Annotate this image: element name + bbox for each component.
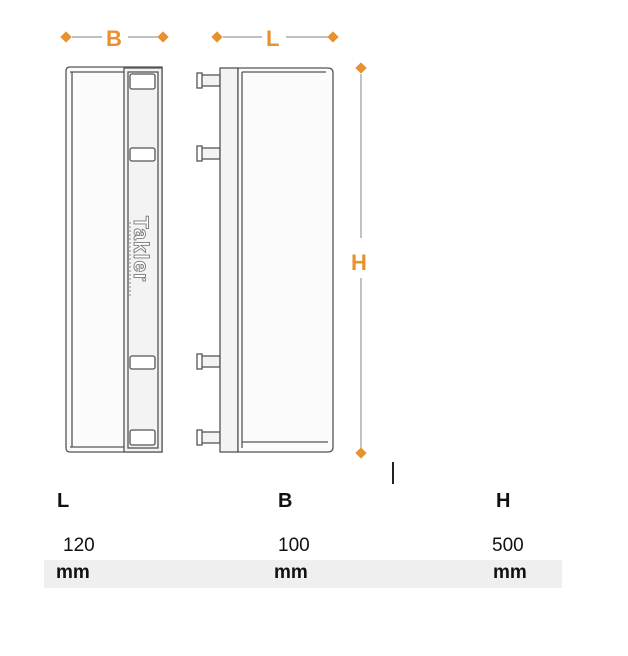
spec-units-row: mm mm mm — [44, 560, 562, 588]
front-view-side-panel-inner — [127, 71, 159, 449]
dimension-b: B — [60, 26, 169, 51]
header-length: L — [57, 490, 70, 512]
pin-top — [199, 74, 221, 87]
front-view — [65, 66, 163, 453]
dimension-h: H — [351, 62, 367, 459]
dimension-l-right-marker — [327, 31, 339, 43]
slot-bottom — [129, 429, 156, 446]
dimension-h-label: H — [351, 250, 367, 275]
spec-values-row: 120 100 500 — [44, 526, 562, 560]
value-height: 500 — [492, 535, 524, 556]
dimension-b-label: B — [106, 26, 122, 51]
unit-width: mm — [274, 562, 308, 583]
value-width: 100 — [278, 535, 310, 556]
header-height: H — [496, 490, 511, 512]
dimension-b-left-marker — [60, 31, 72, 43]
side-view — [196, 67, 334, 453]
header-width: B — [278, 490, 293, 512]
slot-lower — [129, 355, 156, 370]
pin-bottom-cap — [196, 429, 203, 446]
side-view-back-plate — [219, 67, 239, 453]
dimension-l-label: L — [266, 26, 279, 51]
dimension-h-top-marker — [355, 62, 367, 74]
spec-header-row: L B H — [44, 486, 562, 526]
dimension-l-left-marker — [211, 31, 223, 43]
pin-bottom — [199, 431, 221, 444]
pin-lower-cap — [196, 353, 203, 370]
pin-top-cap — [196, 72, 203, 89]
dimension-l: L — [211, 26, 339, 51]
slot-top — [129, 73, 156, 90]
product-technical-drawing: B L H Takler — [60, 26, 367, 459]
unit-height: mm — [493, 562, 527, 583]
side-view-body — [237, 67, 334, 453]
pin-upper-cap — [196, 145, 203, 162]
dimension-b-right-marker — [157, 31, 169, 43]
text-cursor — [392, 462, 394, 484]
dimension-h-bottom-marker — [355, 447, 367, 459]
pin-lower — [199, 355, 221, 368]
slot-upper — [129, 147, 156, 162]
value-length: 120 — [63, 535, 95, 556]
unit-length: mm — [56, 562, 90, 583]
brand-mark: Takler — [129, 216, 152, 282]
pin-upper — [199, 147, 221, 160]
specification-table: L B H 120 100 500 mm mm mm — [44, 486, 562, 588]
